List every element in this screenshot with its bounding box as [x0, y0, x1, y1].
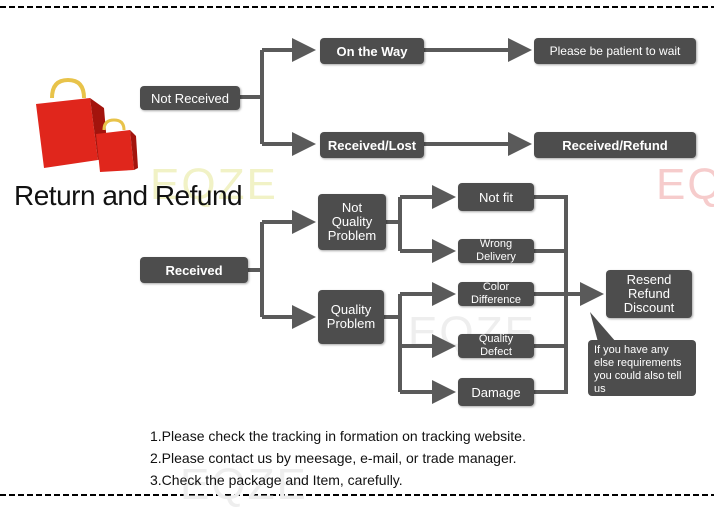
node-resend-refund-discount: Resend Refund Discount: [606, 270, 692, 318]
node-damage: Damage: [458, 378, 534, 406]
node-quality-problem: Quality Problem: [318, 290, 384, 344]
node-received: Received: [140, 257, 248, 283]
watermark-text: EQZE: [150, 160, 278, 209]
watermark-text-right: EQ: [656, 160, 714, 209]
note-line-1: 1.Please check the tracking in formation…: [150, 428, 526, 444]
node-color-difference: Color Difference: [458, 281, 534, 306]
node-wrong-delivery: Wrong Delivery: [458, 238, 534, 263]
shopping-bag-icon: [36, 77, 138, 172]
node-please-wait: Please be patient to wait: [534, 38, 696, 64]
node-on-the-way: On the Way: [320, 38, 424, 64]
speech-bubble: If you have any else requirements you co…: [588, 340, 696, 396]
bubble-tail: [590, 312, 616, 342]
page-title: Return and Refund: [14, 180, 243, 211]
node-not-quality-problem: Not Quality Problem: [318, 194, 386, 250]
node-received-refund: Received/Refund: [534, 132, 696, 158]
node-not-fit: Not fit: [458, 183, 534, 211]
top-dashed-border: [0, 6, 714, 8]
node-not-received: Not Received: [140, 86, 240, 110]
bottom-dashed-border: [0, 494, 714, 496]
note-line-3: 3.Check the package and Item, carefully.: [150, 472, 403, 488]
node-received-lost: Received/Lost: [320, 132, 424, 158]
node-quality-defect: Quality Defect: [458, 333, 534, 358]
note-line-2: 2.Please contact us by meesage, e-mail, …: [150, 450, 517, 466]
